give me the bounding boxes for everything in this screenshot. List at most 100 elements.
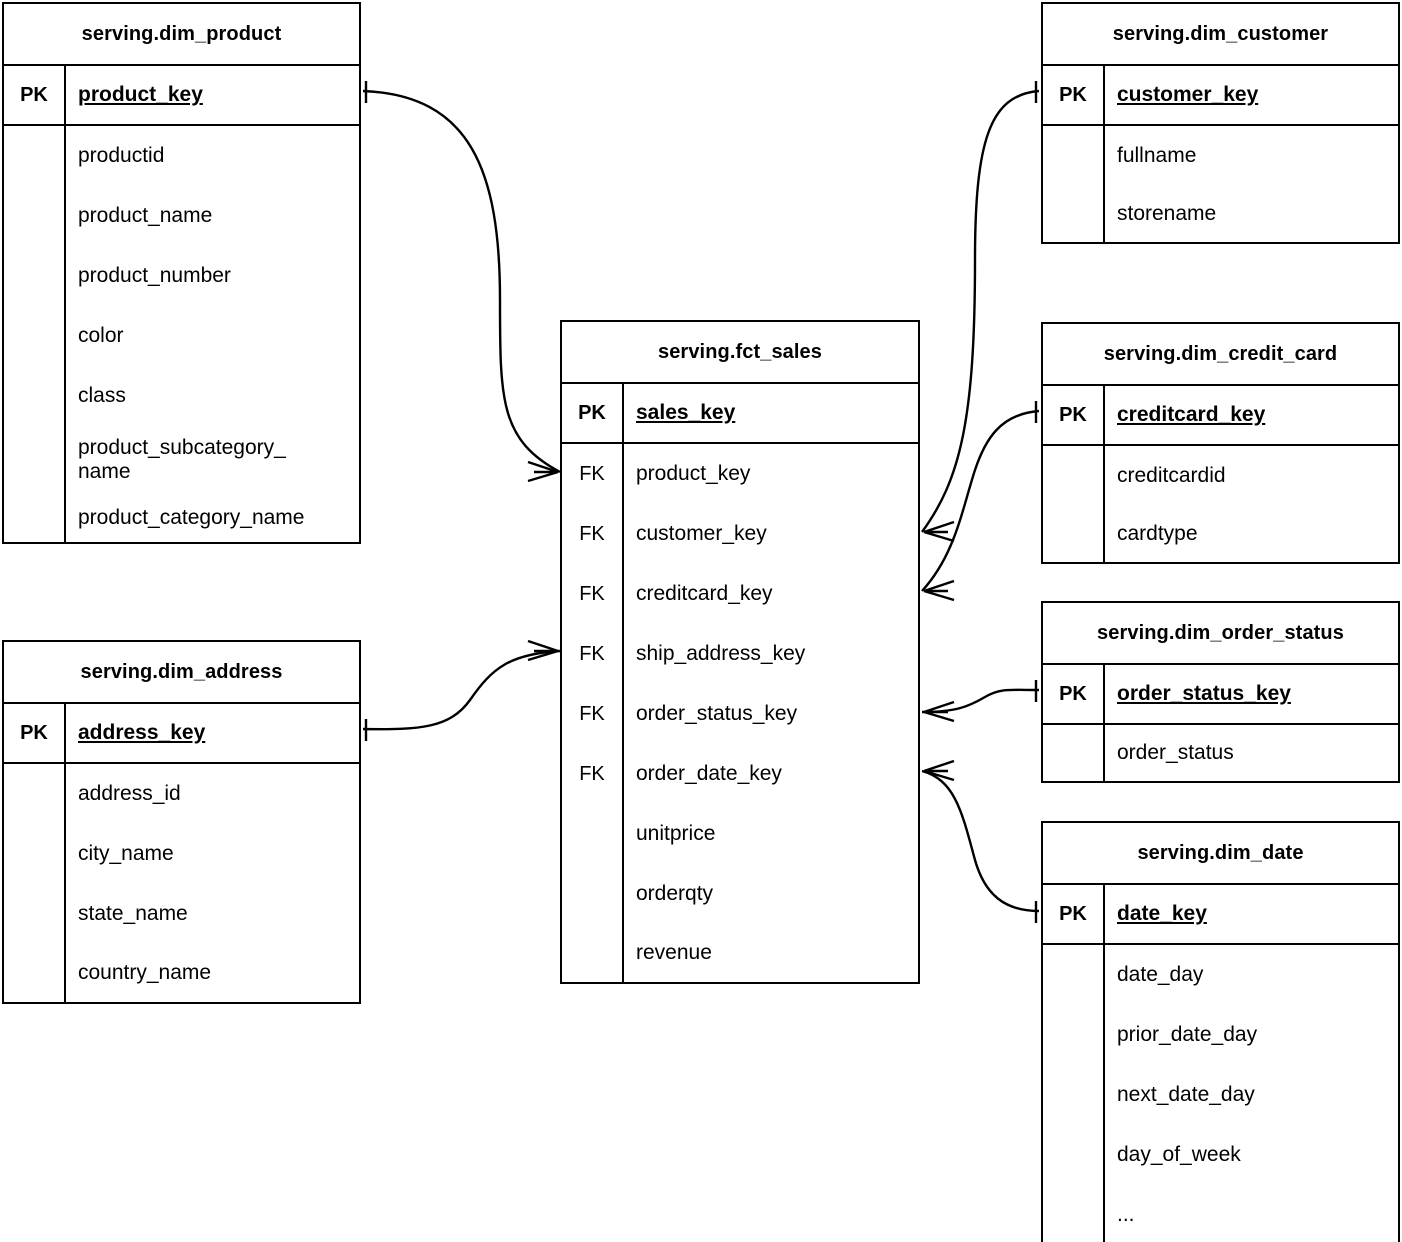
column-name: order_status_key <box>636 701 798 725</box>
table-row[interactable]: revenue <box>562 924 918 982</box>
table-row[interactable]: prior_date_day <box>1043 1005 1398 1065</box>
entity-dim-credit-card[interactable]: serving.dim_credit_card PK creditcard_ke… <box>1041 322 1400 564</box>
relationship-order-status <box>921 680 1040 723</box>
table-row[interactable]: FK product_key <box>562 444 918 504</box>
table-row[interactable]: country_name <box>4 944 359 1002</box>
key-slot <box>4 246 66 306</box>
column-name: state_name <box>78 901 188 925</box>
column-name: day_of_week <box>1117 1142 1241 1166</box>
table-row[interactable]: city_name <box>4 824 359 884</box>
table-row[interactable]: FK order_status_key <box>562 684 918 744</box>
key-slot <box>4 426 66 494</box>
table-row[interactable]: color <box>4 306 359 366</box>
crowsfoot-credit-card <box>923 579 955 602</box>
pk-column-name: creditcard_key <box>1117 402 1266 426</box>
key-slot <box>1043 1065 1105 1125</box>
pk-column-name: product_key <box>78 82 203 106</box>
fk-badge: FK <box>562 744 624 804</box>
table-row-pk-fct-sales[interactable]: PK sales_key <box>562 384 918 444</box>
crowsfoot-date <box>923 759 955 782</box>
crowsfoot-order-status <box>923 700 955 723</box>
table-row[interactable]: FK ship_address_key <box>562 624 918 684</box>
key-slot <box>1043 1005 1105 1065</box>
table-row[interactable]: creditcardid <box>1043 446 1398 506</box>
key-slot <box>1043 186 1105 242</box>
pk-badge: PK <box>4 704 66 762</box>
column-name: city_name <box>78 841 174 865</box>
column-name: color <box>78 323 124 347</box>
column-name: product_key <box>636 461 751 485</box>
table-row[interactable]: state_name <box>4 884 359 944</box>
table-row[interactable]: address_id <box>4 764 359 824</box>
table-row[interactable]: product_subcategory_ name <box>4 426 359 494</box>
table-row[interactable]: product_number <box>4 246 359 306</box>
table-row[interactable]: cardtype <box>1043 506 1398 562</box>
attribute-list-dim-address: address_id city_name state_name country_… <box>4 764 359 1002</box>
attribute-list-dim-product: productid product_name product_number co… <box>4 126 359 542</box>
relationship-date <box>921 759 1040 923</box>
table-row[interactable]: ... <box>1043 1185 1398 1242</box>
table-row-pk-dim-product[interactable]: PK product_key <box>4 66 359 126</box>
pk-column-name: date_key <box>1117 901 1207 925</box>
column-name: ship_address_key <box>636 641 806 665</box>
fk-badge: FK <box>562 444 624 504</box>
table-row[interactable]: product_category_name <box>4 494 359 542</box>
column-name: class <box>78 383 126 407</box>
table-row-pk-dim-address[interactable]: PK address_key <box>4 704 359 764</box>
table-row-pk-dim-order-status[interactable]: PK order_status_key <box>1043 665 1398 725</box>
table-row[interactable]: FK creditcard_key <box>562 564 918 624</box>
table-row[interactable]: date_day <box>1043 945 1398 1005</box>
column-name: order_date_key <box>636 761 782 785</box>
key-slot <box>562 924 624 982</box>
pk-column-name: customer_key <box>1117 82 1259 106</box>
crowsfoot-customer <box>923 520 955 543</box>
table-row[interactable]: fullname <box>1043 126 1398 186</box>
pk-badge: PK <box>1043 66 1105 124</box>
table-row[interactable]: FK customer_key <box>562 504 918 564</box>
column-name: cardtype <box>1117 521 1198 545</box>
entity-title-dim-date: serving.dim_date <box>1043 823 1398 885</box>
key-slot <box>4 186 66 246</box>
key-slot <box>4 884 66 944</box>
table-row-pk-dim-credit-card[interactable]: PK creditcard_key <box>1043 386 1398 446</box>
pk-column-name: sales_key <box>636 400 736 424</box>
table-row[interactable]: order_status <box>1043 725 1398 781</box>
column-name: unitprice <box>636 821 716 845</box>
relationship-credit-card <box>921 401 1040 602</box>
table-row[interactable]: class <box>4 366 359 426</box>
column-name: productid <box>78 143 165 167</box>
table-row[interactable]: unitprice <box>562 804 918 864</box>
pk-badge: PK <box>1043 386 1105 444</box>
entity-dim-date[interactable]: serving.dim_date PK date_key date_day pr… <box>1041 821 1400 1242</box>
relationship-address <box>362 639 561 741</box>
column-name: next_date_day <box>1117 1082 1255 1106</box>
entity-dim-order-status[interactable]: serving.dim_order_status PK order_status… <box>1041 601 1400 783</box>
entity-title-dim-customer: serving.dim_customer <box>1043 4 1398 66</box>
entity-title-dim-address: serving.dim_address <box>4 642 359 704</box>
entity-dim-product[interactable]: serving.dim_product PK product_key produ… <box>2 2 361 544</box>
fk-badge: FK <box>562 624 624 684</box>
key-slot <box>4 366 66 426</box>
pk-badge: PK <box>4 66 66 124</box>
key-slot <box>1043 1185 1105 1242</box>
entity-dim-customer[interactable]: serving.dim_customer PK customer_key ful… <box>1041 2 1400 244</box>
table-row-pk-dim-date[interactable]: PK date_key <box>1043 885 1398 945</box>
table-row[interactable]: product_name <box>4 186 359 246</box>
key-slot <box>562 804 624 864</box>
column-name: storename <box>1117 201 1217 225</box>
column-name: product_subcategory_ name <box>78 435 286 483</box>
table-row[interactable]: FK order_date_key <box>562 744 918 804</box>
table-row[interactable]: storename <box>1043 186 1398 242</box>
table-row-pk-dim-customer[interactable]: PK customer_key <box>1043 66 1398 126</box>
pk-column-name: address_key <box>78 720 206 744</box>
key-slot <box>1043 506 1105 562</box>
entity-fct-sales[interactable]: serving.fct_sales PK sales_key FK produc… <box>560 320 920 984</box>
table-row[interactable]: next_date_day <box>1043 1065 1398 1125</box>
key-slot <box>4 494 66 542</box>
table-row[interactable]: day_of_week <box>1043 1125 1398 1185</box>
entity-dim-address[interactable]: serving.dim_address PK address_key addre… <box>2 640 361 1004</box>
table-row[interactable]: productid <box>4 126 359 186</box>
table-row[interactable]: orderqty <box>562 864 918 924</box>
column-name: product_name <box>78 203 213 227</box>
column-name: customer_key <box>636 521 767 545</box>
